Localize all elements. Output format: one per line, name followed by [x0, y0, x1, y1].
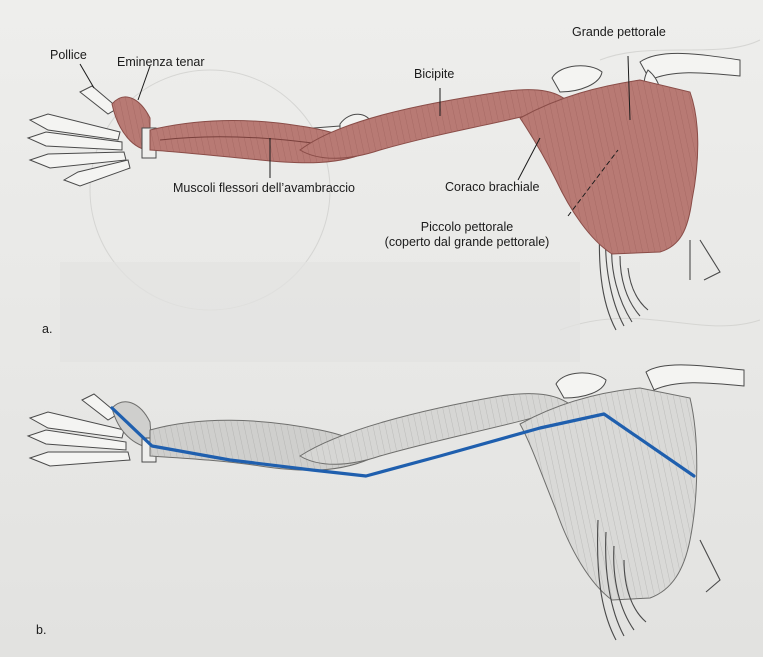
label-muscoli-flessori: Muscoli flessori dell’avambraccio — [173, 181, 355, 196]
panel-b-drawing — [28, 365, 744, 640]
label-coraco-brachiale: Coraco brachiale — [445, 180, 540, 195]
panel-label-b: b. — [36, 623, 46, 637]
label-bicipite: Bicipite — [414, 67, 454, 82]
label-piccolo-pettorale: Piccolo pettorale (coperto dal grande pe… — [372, 220, 562, 250]
background-panel-shade — [60, 262, 580, 362]
hand-bones-b — [28, 394, 130, 466]
label-piccolo-line2: (coperto dal grande pettorale) — [372, 235, 562, 250]
label-pollice: Pollice — [50, 48, 87, 63]
label-eminenza-tenar: Eminenza tenar — [117, 55, 205, 70]
label-grande-pettorale: Grande pettorale — [572, 25, 666, 40]
label-piccolo-line1: Piccolo pettorale — [372, 220, 562, 235]
panel-label-a: a. — [42, 322, 52, 336]
